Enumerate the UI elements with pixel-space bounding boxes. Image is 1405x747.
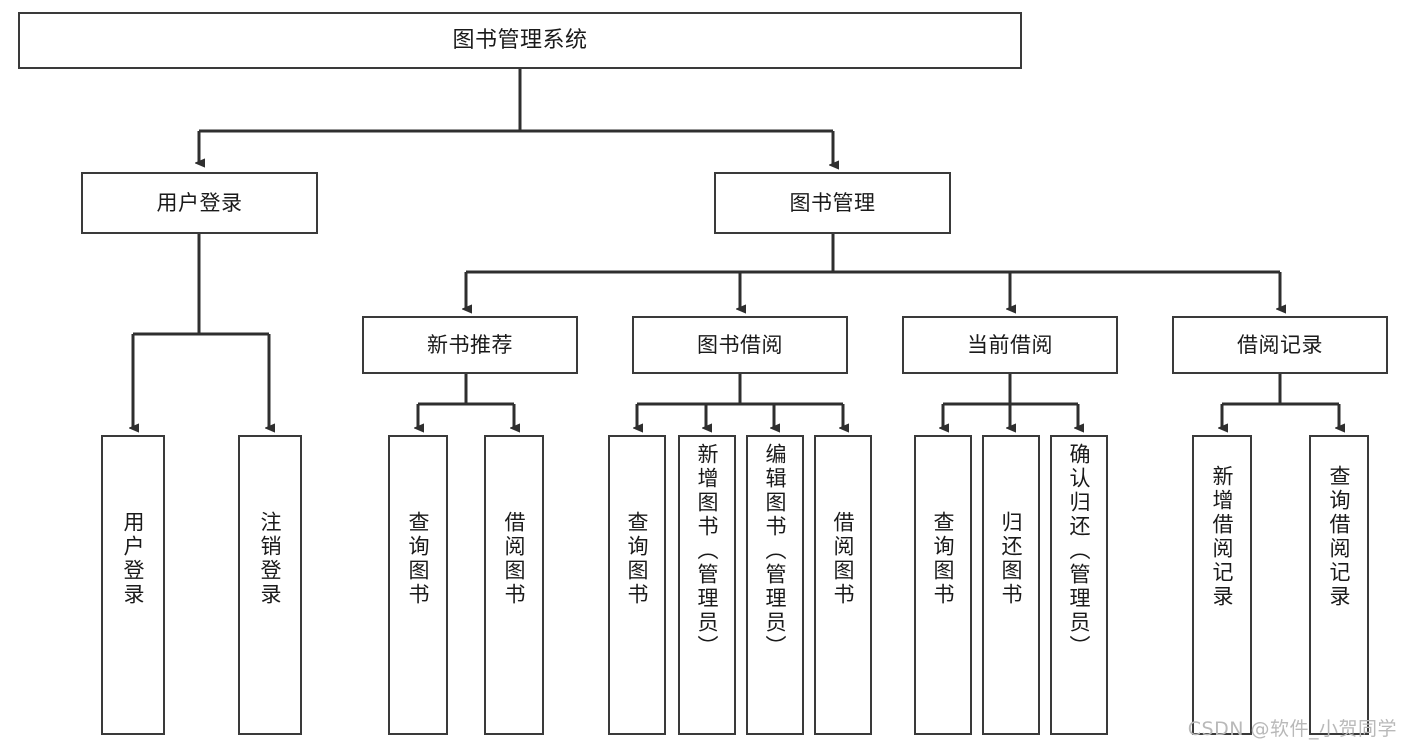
node-leaf-query-book-1-label: 查询图书 [406, 511, 431, 607]
node-new-book-rec-label: 新书推荐 [427, 332, 513, 357]
node-user-login[interactable]: 用户登录 [81, 172, 318, 234]
node-leaf-query-book-2-label: 查询图书 [625, 511, 650, 607]
node-new-book-rec[interactable]: 新书推荐 [362, 316, 578, 374]
node-leaf-return-book[interactable]: 归还图书 [982, 435, 1040, 735]
node-leaf-edit-book[interactable]: 编辑图书（管理员） [746, 435, 804, 735]
node-book-manage[interactable]: 图书管理 [714, 172, 951, 234]
node-borrow-record-label: 借阅记录 [1237, 332, 1323, 357]
node-root[interactable]: 图书管理系统 [18, 12, 1022, 69]
node-leaf-logout[interactable]: 注销登录 [238, 435, 302, 735]
node-book-borrow[interactable]: 图书借阅 [632, 316, 848, 374]
node-leaf-return-book-label: 归还图书 [999, 511, 1024, 607]
node-leaf-edit-book-label: 编辑图书（管理员） [763, 443, 788, 659]
node-leaf-query-record-label: 查询借阅记录 [1327, 465, 1352, 609]
node-leaf-confirm-return[interactable]: 确认归还（管理员） [1050, 435, 1108, 735]
csdn-watermark: CSDN @软件_小贺同学 [1187, 718, 1397, 740]
node-current-borrow[interactable]: 当前借阅 [902, 316, 1118, 374]
node-leaf-query-record[interactable]: 查询借阅记录 [1309, 435, 1369, 735]
node-leaf-confirm-return-label: 确认归还（管理员） [1067, 443, 1092, 659]
node-leaf-borrow-book-1[interactable]: 借阅图书 [484, 435, 544, 735]
node-current-borrow-label: 当前借阅 [967, 332, 1053, 357]
node-leaf-borrow-book-2[interactable]: 借阅图书 [814, 435, 872, 735]
node-leaf-add-book-label: 新增图书（管理员） [695, 443, 720, 659]
node-leaf-user-login-label: 用户登录 [121, 511, 146, 607]
node-leaf-query-book-3-label: 查询图书 [931, 511, 956, 607]
node-leaf-query-book-3[interactable]: 查询图书 [914, 435, 972, 735]
node-leaf-add-record-label: 新增借阅记录 [1210, 465, 1235, 609]
node-leaf-query-book-1[interactable]: 查询图书 [388, 435, 448, 735]
node-borrow-record[interactable]: 借阅记录 [1172, 316, 1388, 374]
node-leaf-user-login[interactable]: 用户登录 [101, 435, 165, 735]
node-book-borrow-label: 图书借阅 [697, 332, 783, 357]
node-leaf-query-book-2[interactable]: 查询图书 [608, 435, 666, 735]
node-leaf-logout-label: 注销登录 [258, 511, 283, 607]
node-user-login-label: 用户登录 [156, 190, 243, 215]
node-leaf-add-record[interactable]: 新增借阅记录 [1192, 435, 1252, 735]
node-leaf-borrow-book-2-label: 借阅图书 [831, 511, 856, 607]
node-book-manage-label: 图书管理 [789, 190, 876, 215]
node-leaf-add-book[interactable]: 新增图书（管理员） [678, 435, 736, 735]
node-root-label: 图书管理系统 [452, 27, 588, 53]
node-leaf-borrow-book-1-label: 借阅图书 [502, 511, 527, 607]
